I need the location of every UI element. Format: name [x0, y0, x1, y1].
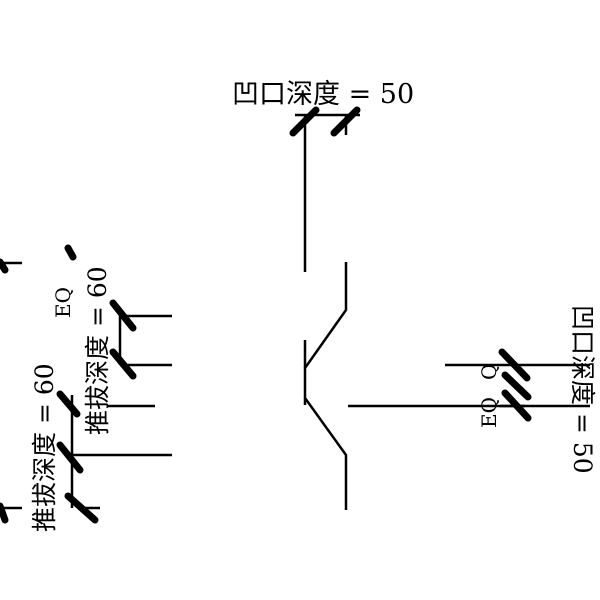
tick-mark	[109, 348, 137, 380]
tick-mark	[64, 492, 99, 524]
tick-mark	[0, 258, 9, 274]
tick-mark	[501, 371, 532, 401]
tick-mark	[56, 390, 81, 418]
tick-mark	[0, 502, 9, 524]
tick-mark	[289, 106, 320, 137]
eq-label-right-overlap: Q	[477, 364, 501, 380]
tick-mark	[56, 441, 84, 474]
eq-label-left: EQ	[51, 287, 75, 318]
draft-depth-label-2: 推拔深度 = 60	[83, 266, 112, 435]
tick-mark	[109, 299, 137, 332]
tick-mark	[498, 348, 531, 382]
tick-mark	[501, 389, 532, 422]
notch-depth-right-label: 凹口深度 = 50	[568, 305, 597, 474]
profile-right	[303, 262, 348, 510]
tick-mark	[330, 106, 361, 137]
eq-label-right: EQ	[477, 397, 501, 428]
draft-depth-label-1: 推拔深度 = 60	[30, 363, 59, 532]
tick-mark	[64, 244, 77, 261]
notch-depth-top-label: 凹口深度 = 50	[232, 79, 414, 110]
